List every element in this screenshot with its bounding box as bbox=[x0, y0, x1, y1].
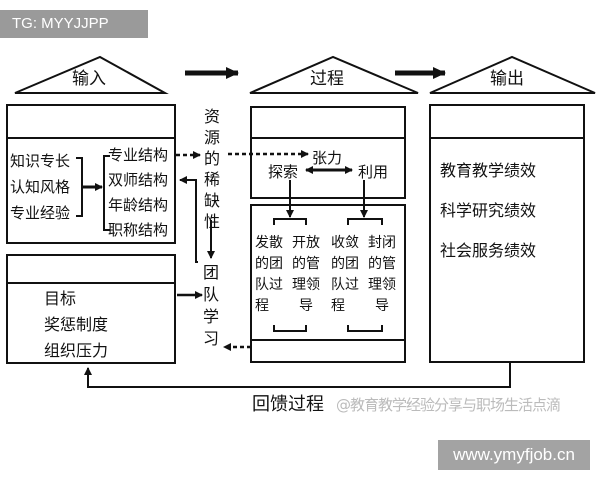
process-text: 理领 bbox=[368, 277, 396, 293]
structure-item: 专业结构 bbox=[108, 146, 168, 164]
learning-char: 习 bbox=[203, 329, 219, 348]
site-watermark: www.ymyfjob.cn bbox=[438, 440, 590, 470]
org-box bbox=[6, 254, 176, 364]
process-text: 开放 bbox=[292, 235, 320, 251]
scarcity-char: 缺 bbox=[204, 191, 220, 210]
process-text: 发散 bbox=[255, 235, 283, 251]
feedback-loop bbox=[84, 362, 511, 388]
structure-item: 双师结构 bbox=[108, 171, 168, 189]
process-text: 的团 bbox=[331, 256, 359, 272]
input-box bbox=[6, 104, 176, 244]
org-item: 目标 bbox=[44, 289, 76, 308]
scarcity-char: 资 bbox=[204, 107, 220, 126]
process-text: 程 bbox=[331, 298, 345, 314]
scarcity-char: 稀 bbox=[204, 170, 220, 189]
process-bottom-box bbox=[250, 204, 406, 363]
input-item: 认知风格 bbox=[10, 178, 70, 196]
process-text: 的团 bbox=[255, 256, 283, 272]
process-text: 的管 bbox=[368, 256, 396, 272]
learning-char: 学 bbox=[203, 307, 219, 326]
header-process: 过程 bbox=[310, 69, 344, 89]
org-item: 组织压力 bbox=[44, 341, 108, 360]
watermark-text: @教育教学经验分享与职场生活点滴 bbox=[336, 396, 561, 414]
header-input: 输入 bbox=[72, 69, 106, 89]
output-roof bbox=[429, 55, 596, 94]
scarcity-char: 源 bbox=[204, 128, 220, 147]
process-text: 导 bbox=[375, 298, 389, 314]
org-item: 奖惩制度 bbox=[44, 315, 108, 334]
process-text: 理领 bbox=[292, 277, 320, 293]
explore-label: 探索 bbox=[268, 163, 298, 181]
process-roof bbox=[249, 55, 419, 94]
watermark-tag: TG: MYYJJPP bbox=[0, 10, 148, 38]
header-output: 输出 bbox=[490, 69, 524, 89]
process-text: 队过 bbox=[255, 277, 283, 293]
process-text: 队过 bbox=[331, 277, 359, 293]
structure-item: 年龄结构 bbox=[108, 196, 168, 214]
input-item: 知识专长 bbox=[10, 152, 70, 170]
learning-char: 队 bbox=[203, 285, 219, 304]
scarcity-char: 的 bbox=[204, 149, 220, 168]
feedback-label: 回馈过程 bbox=[252, 394, 324, 415]
learning-char: 团 bbox=[203, 263, 219, 282]
output-item: 教育教学绩效 bbox=[440, 161, 536, 180]
scarcity-char: 性 bbox=[204, 212, 220, 231]
process-text: 收敛 bbox=[331, 235, 359, 251]
output-item: 科学研究绩效 bbox=[440, 201, 536, 220]
input-roof bbox=[14, 55, 169, 94]
output-box bbox=[429, 104, 585, 363]
output-item: 社会服务绩效 bbox=[440, 241, 536, 260]
process-text: 封闭 bbox=[368, 235, 396, 251]
tension-label: 张力 bbox=[312, 149, 342, 167]
process-text: 导 bbox=[299, 298, 313, 314]
exploit-label: 利用 bbox=[358, 163, 388, 181]
input-item: 专业经验 bbox=[10, 204, 70, 222]
process-top-box bbox=[250, 106, 406, 199]
process-text: 程 bbox=[255, 298, 269, 314]
structure-item: 职称结构 bbox=[108, 221, 168, 239]
process-text: 的管 bbox=[292, 256, 320, 272]
